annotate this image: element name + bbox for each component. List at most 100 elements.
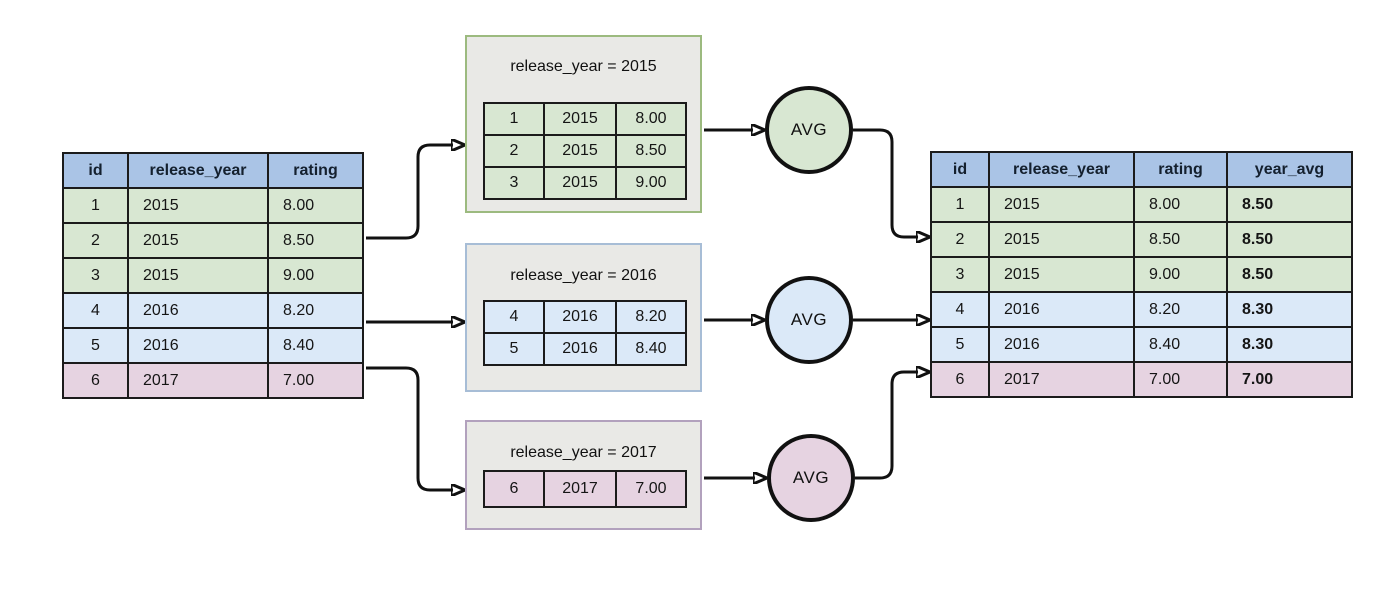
avg-label: AVG bbox=[790, 310, 828, 329]
cell-release-year: 2017 bbox=[988, 361, 1135, 398]
cell-rating: 8.40 bbox=[615, 332, 687, 366]
cell-release-year: 2015 bbox=[543, 102, 617, 136]
cell-id: 5 bbox=[930, 326, 990, 363]
column-header-rating: rating bbox=[1133, 151, 1228, 188]
cell-rating: 8.50 bbox=[267, 222, 364, 259]
cell-rating: 9.00 bbox=[615, 166, 687, 200]
cell-id: 2 bbox=[930, 221, 990, 258]
cell-release-year: 2015 bbox=[543, 166, 617, 200]
cell-release-year: 2015 bbox=[127, 187, 269, 224]
cell-year-avg: 8.50 bbox=[1226, 256, 1353, 293]
cell-release-year: 2015 bbox=[988, 186, 1135, 223]
avg-label: AVG bbox=[792, 468, 830, 487]
cell-id: 4 bbox=[930, 291, 990, 328]
result-table-header-row: id release_year rating year_avg bbox=[930, 151, 1353, 188]
cell-year-avg: 7.00 bbox=[1226, 361, 1353, 398]
cell-id: 3 bbox=[483, 166, 545, 200]
arrow-avg-2017-to-result bbox=[855, 372, 918, 480]
cell-release-year: 2017 bbox=[127, 362, 269, 399]
cell-release-year: 2015 bbox=[988, 256, 1135, 293]
cell-rating: 8.00 bbox=[615, 102, 687, 136]
cell-id: 3 bbox=[62, 257, 129, 294]
cell-id: 4 bbox=[483, 300, 545, 334]
column-header-id: id bbox=[930, 151, 990, 188]
cell-release-year: 2015 bbox=[127, 257, 269, 294]
arrow-avg-2015-to-result bbox=[853, 128, 918, 237]
cell-id: 1 bbox=[62, 187, 129, 224]
cell-release-year: 2016 bbox=[988, 326, 1135, 363]
column-header-id: id bbox=[62, 152, 129, 189]
cell-rating: 8.40 bbox=[267, 327, 364, 364]
cell-release-year: 2016 bbox=[543, 300, 617, 334]
column-header-release-year: release_year bbox=[127, 152, 269, 189]
cell-year-avg: 8.30 bbox=[1226, 326, 1353, 363]
avg-operator-2015: AVG bbox=[765, 86, 853, 174]
partition-label: release_year = 2015 bbox=[510, 58, 657, 75]
partition-label: release_year = 2016 bbox=[510, 267, 657, 284]
cell-rating: 8.00 bbox=[267, 187, 364, 224]
cell-release-year: 2016 bbox=[127, 292, 269, 329]
column-header-rating: rating bbox=[267, 152, 364, 189]
cell-release-year: 2015 bbox=[543, 134, 617, 168]
arrow-source-to-partition-2015 bbox=[366, 145, 453, 240]
cell-release-year: 2016 bbox=[127, 327, 269, 364]
cell-id: 3 bbox=[930, 256, 990, 293]
cell-id: 2 bbox=[62, 222, 129, 259]
column-header-year-avg: year_avg bbox=[1226, 151, 1353, 188]
cell-rating: 9.00 bbox=[1133, 256, 1228, 293]
cell-id: 5 bbox=[62, 327, 129, 364]
cell-year-avg: 8.30 bbox=[1226, 291, 1353, 328]
cell-rating: 8.50 bbox=[615, 134, 687, 168]
avg-operator-2017: AVG bbox=[767, 434, 855, 522]
arrow-source-to-partition-2017 bbox=[366, 366, 453, 490]
avg-label: AVG bbox=[790, 120, 828, 139]
cell-rating: 8.20 bbox=[1133, 291, 1228, 328]
cell-rating: 8.20 bbox=[267, 292, 364, 329]
partition-label: release_year = 2017 bbox=[510, 444, 657, 461]
cell-release-year: 2016 bbox=[543, 332, 617, 366]
cell-rating: 7.00 bbox=[267, 362, 364, 399]
source-table-header-row: id release_year rating bbox=[62, 152, 364, 189]
cell-year-avg: 8.50 bbox=[1226, 186, 1353, 223]
cell-release-year: 2017 bbox=[543, 470, 617, 508]
cell-rating: 8.00 bbox=[1133, 186, 1228, 223]
cell-year-avg: 8.50 bbox=[1226, 221, 1353, 258]
column-header-release-year: release_year bbox=[988, 151, 1135, 188]
cell-id: 4 bbox=[62, 292, 129, 329]
cell-rating: 8.40 bbox=[1133, 326, 1228, 363]
cell-id: 6 bbox=[483, 470, 545, 508]
cell-id: 6 bbox=[62, 362, 129, 399]
cell-release-year: 2015 bbox=[127, 222, 269, 259]
cell-release-year: 2016 bbox=[988, 291, 1135, 328]
avg-operator-2016: AVG bbox=[765, 276, 853, 364]
cell-rating: 8.50 bbox=[1133, 221, 1228, 258]
cell-rating: 7.00 bbox=[1133, 361, 1228, 398]
cell-id: 6 bbox=[930, 361, 990, 398]
cell-rating: 8.20 bbox=[615, 300, 687, 334]
cell-id: 5 bbox=[483, 332, 545, 366]
